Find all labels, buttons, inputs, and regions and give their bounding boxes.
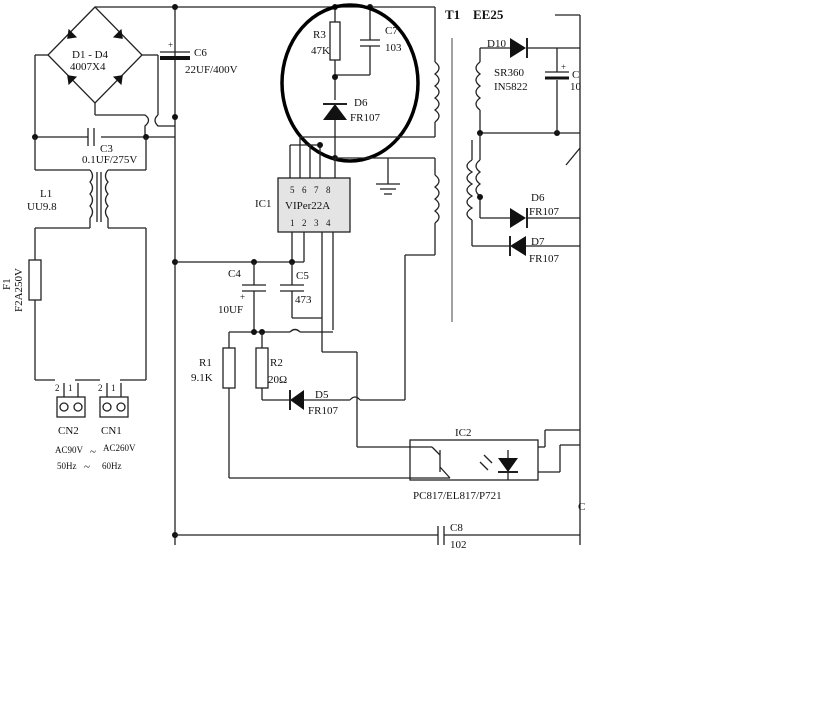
cn2-ref: CN2 [58,425,79,437]
cn1-pin2: 2 [98,383,103,393]
cn1-rating: AC260V [103,443,136,453]
d6-right-ref: D6 [531,192,545,204]
c8-ref: C8 [450,522,463,534]
ic1-pin1: 1 [290,218,295,228]
ic1-pin2: 2 [302,218,307,228]
transformer-ref: T1 [445,7,460,22]
c5-value: 473 [295,294,312,306]
d10-alt: IN5822 [494,81,528,93]
d6-top-value: FR107 [350,112,380,124]
capacitor-c5: C5 473 [280,262,322,319]
d10-ref: D10 [487,38,506,50]
c5-ref: C5 [296,270,309,282]
cut-label: C [578,501,585,513]
c3-value: 0.1UF/275V [82,154,137,166]
c6-plus: + [168,40,173,50]
cout-plus: + [561,62,566,72]
c4-value: 10UF [218,304,243,316]
fuse-ref: F1 [1,278,13,290]
fuse-f1: F1 F2A250V [1,228,147,381]
r1-value: 9.1K [191,372,213,384]
transformer-type: EE25 [473,7,504,22]
snubber-network: R3 47K C7 103 D6 FR107 [280,3,420,163]
c8-value: 102 [450,539,467,551]
d7-value: FR107 [529,253,559,265]
r2-ref: R2 [270,357,283,369]
ic1-pin7: 7 [314,185,319,195]
c7-ref: C7 [385,25,398,37]
bridge-value: 4007X4 [70,61,106,73]
capacitor-c8: C8 102 [175,522,580,551]
c6-value: 22UF/400V [185,64,238,76]
l1-ref: L1 [40,188,52,200]
tilde-2: ~ [84,461,90,473]
r3-value: 47K [311,45,330,57]
cout-value: 10 [570,81,582,93]
r3-ref: R3 [313,29,326,41]
inductor-l1: L1 UU9.8 [27,137,147,229]
r2-value: 20Ω [268,374,287,386]
d6-top-ref: D6 [354,97,368,109]
cn2-rating: AC90V [55,445,84,455]
ic1-pin4: 4 [326,218,331,228]
d5-value: FR107 [308,405,338,417]
cn1-freq: 60Hz [102,461,122,471]
bridge-ref: D1 - D4 [72,49,109,61]
ic1-pin5: 5 [290,185,295,195]
c6-ref: C6 [194,47,207,59]
tilde-1: ~ [90,446,96,458]
bridge-rectifier: D1 - D4 4007X4 [34,6,175,137]
cn1-ref: CN1 [101,425,122,437]
d5-ref: D5 [315,389,329,401]
r1-ref: R1 [199,357,212,369]
ic1-viper22a: 5 6 7 8 VIPer22A 1 2 3 4 IC1 [255,158,351,330]
d10-value: SR360 [494,67,524,79]
ic1-pin3: 3 [314,218,319,228]
diode-d5: D5 FR107 [289,389,405,417]
cn2-pin1: 1 [68,383,73,393]
transformer-primary: T1 EE25 [289,7,504,400]
c3-ref: C3 [100,143,113,155]
d7-ref: D7 [531,236,545,248]
c4-plus: + [240,292,245,302]
ic1-part: VIPer22A [285,200,330,212]
ic2-optocoupler: IC2 PC817/EL817/P721 [409,427,580,502]
capacitor-c3: C3 0.1UF/275V [32,128,175,166]
resistors-r1-r2: R1 9.1K R2 20Ω [191,328,333,478]
connector-cn2: 2 1 CN2 AC90V 50Hz [55,383,86,471]
ic2-ref: IC2 [455,427,472,439]
ic1-ref: IC1 [255,198,272,210]
highlight-circle [280,3,420,163]
cout-ref: C [572,69,579,81]
ic1-pin6: 6 [302,185,307,195]
ic1-pin8: 8 [326,185,331,195]
fuse-value: F2A250V [13,268,25,312]
c7-value: 103 [385,42,402,54]
connector-cn1: 2 1 CN1 ~ AC260V ~ 60Hz [84,383,136,473]
cn1-pin1: 1 [111,383,116,393]
capacitor-c4: + C4 10UF [218,262,266,332]
ic2-part: PC817/EL817/P721 [413,490,502,502]
cn2-pin2: 2 [55,383,60,393]
l1-value: UU9.8 [27,201,57,213]
d6-right-value: FR107 [529,206,559,218]
cn2-freq: 50Hz [57,461,77,471]
capacitor-c6: + C6 22UF/400V [160,40,238,76]
c4-ref: C4 [228,268,241,280]
transformer-secondary: D10 SR360 IN5822 + C 10 D6 FR107 D7 FR10… [451,14,582,545]
